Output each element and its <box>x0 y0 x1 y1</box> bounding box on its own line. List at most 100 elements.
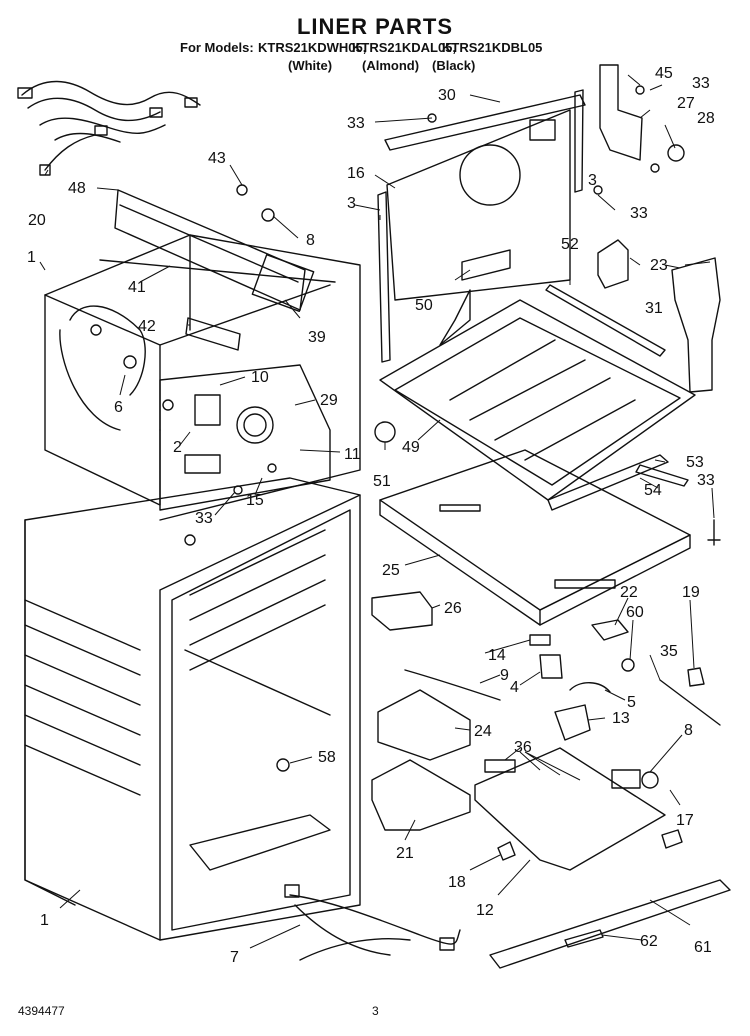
callout-33: 33 <box>692 75 710 92</box>
callout-7: 7 <box>230 949 239 966</box>
part-19 <box>687 667 705 687</box>
part-42-plate <box>185 317 241 351</box>
part-26-block <box>371 591 433 631</box>
callout-9: 9 <box>500 667 509 684</box>
callout-16: 16 <box>347 165 365 182</box>
part-13 <box>554 704 591 741</box>
variant-white: (White) <box>288 58 333 73</box>
part-24-housing <box>377 689 471 761</box>
models-prefix: For Models: <box>180 40 254 55</box>
part-33-screw-c <box>593 185 603 195</box>
callout-33: 33 <box>697 472 715 489</box>
part-54-strip <box>547 454 669 511</box>
callout-4: 4 <box>510 679 519 696</box>
freezer-liner <box>44 234 361 521</box>
part-58 <box>276 758 290 772</box>
fresh-food-liner <box>24 477 361 941</box>
part-43 <box>236 184 248 196</box>
part-33-screw-e <box>707 519 721 546</box>
part-61-grille <box>489 879 731 969</box>
callout-20: 20 <box>28 212 46 229</box>
callout-33: 33 <box>347 115 365 132</box>
part-7-harness <box>284 884 461 961</box>
callout-50: 50 <box>415 297 433 314</box>
callout-1: 1 <box>40 912 49 929</box>
part-33-screw-a <box>635 85 645 95</box>
callout-48: 48 <box>68 180 86 197</box>
callout-6: 6 <box>114 399 123 416</box>
part-31 <box>597 239 629 289</box>
part-28-cap <box>667 144 685 162</box>
part-18 <box>497 841 516 861</box>
callout-23: 23 <box>650 257 668 274</box>
callout-60: 60 <box>626 604 644 621</box>
page-number: 3 <box>372 1004 379 1018</box>
callout-53: 53 <box>686 454 704 471</box>
callout-26: 26 <box>444 600 462 617</box>
callout-49: 49 <box>402 439 420 456</box>
callout-12: 12 <box>476 902 494 919</box>
callout-29: 29 <box>320 392 338 409</box>
part-51 <box>374 421 396 443</box>
callout-41: 41 <box>128 279 146 296</box>
callout-5: 5 <box>627 694 636 711</box>
callout-3: 3 <box>347 195 356 212</box>
page-title: LINER PARTS <box>296 14 454 39</box>
callout-14: 14 <box>488 647 506 664</box>
part-53-strip <box>635 464 689 487</box>
callout-8: 8 <box>684 722 693 739</box>
variant-black: (Black) <box>432 58 476 73</box>
part-17 <box>661 829 683 849</box>
back-panel <box>377 89 586 363</box>
part-8-top <box>261 208 275 222</box>
callout-10: 10 <box>251 369 269 386</box>
callout-62: 62 <box>640 933 658 950</box>
callout-17: 17 <box>676 812 694 829</box>
part-12-light-housing <box>474 747 666 871</box>
callout-51: 51 <box>373 473 391 490</box>
callout-39: 39 <box>308 329 326 346</box>
callout-19: 19 <box>682 584 700 601</box>
part-9 <box>404 669 501 701</box>
callout-31: 31 <box>645 300 663 317</box>
callout-22: 22 <box>620 584 638 601</box>
callout-25: 25 <box>382 562 400 579</box>
doc-number: 4394477 <box>18 1004 65 1018</box>
model-white: KTRS21KDWH05, <box>258 40 367 55</box>
wire-harness-top <box>17 80 201 176</box>
callout-13: 13 <box>612 710 630 727</box>
callout-58: 58 <box>318 749 336 766</box>
callout-42: 42 <box>138 318 156 335</box>
variant-almond: (Almond) <box>362 58 420 73</box>
callout-8: 8 <box>306 232 315 249</box>
callout-43: 43 <box>208 150 226 167</box>
hinge-bracket <box>599 64 643 161</box>
callout-18: 18 <box>448 874 466 891</box>
part-23-duct <box>671 257 721 393</box>
callout-36: 36 <box>514 739 532 756</box>
part-35-rod <box>659 679 721 726</box>
control-housing <box>159 364 331 511</box>
part-49-floor <box>379 289 696 501</box>
part-52-bar <box>545 284 666 357</box>
part-21-shelf <box>371 759 471 831</box>
callout-11: 11 <box>344 446 361 463</box>
callout-2: 2 <box>173 439 182 456</box>
callout-54: 54 <box>644 482 662 499</box>
part-62-badge <box>564 929 604 948</box>
part-39-bracket <box>251 254 315 312</box>
callout-33: 33 <box>195 510 213 527</box>
model-almond: KTRS21KDAL05, <box>352 40 457 55</box>
callout-45: 45 <box>655 65 673 82</box>
callout-15: 15 <box>246 492 264 509</box>
callout-21: 21 <box>396 845 414 862</box>
part-14 <box>529 634 551 646</box>
callout-28: 28 <box>697 110 715 127</box>
model-black: KTRS21KDBL05 <box>442 40 543 55</box>
callout-52: 52 <box>561 236 579 253</box>
part-33-screw-b <box>650 163 660 173</box>
callout-27: 27 <box>677 95 695 112</box>
part-5 <box>569 682 611 693</box>
